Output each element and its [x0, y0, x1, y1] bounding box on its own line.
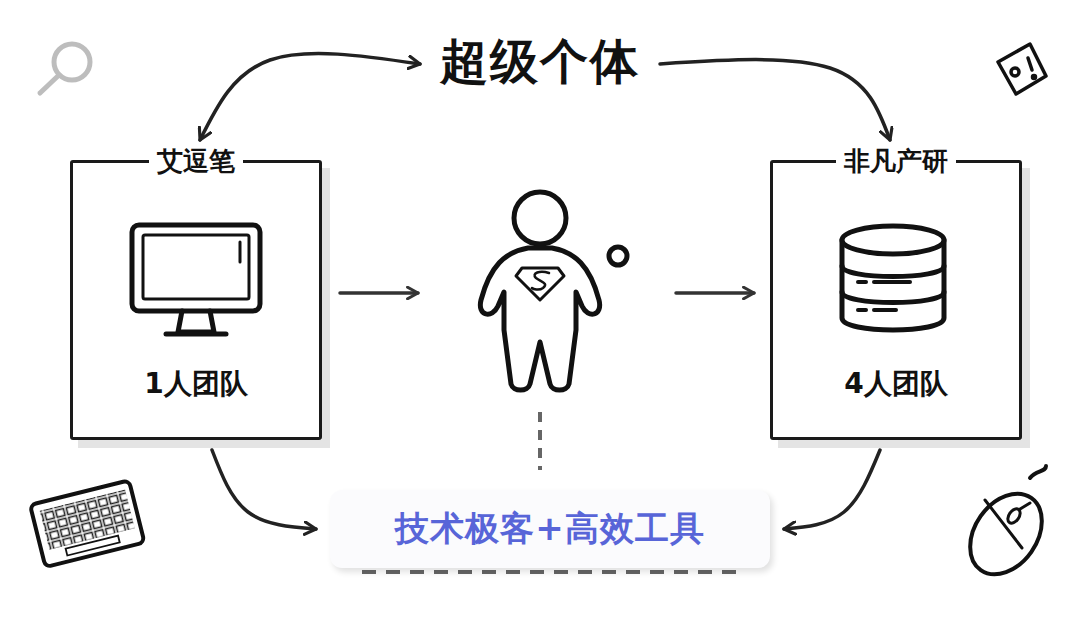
team-box: 艾逗笔1人团队 — [70, 160, 322, 440]
monitor-icon — [132, 225, 260, 334]
curved-arrow — [212, 450, 316, 529]
curved-arrow — [660, 60, 890, 140]
summary-box: 技术极客+高效工具 — [330, 490, 770, 568]
magnifier-icon — [40, 44, 90, 93]
curved-arrow — [200, 54, 420, 140]
node-heading: 非凡产研 — [836, 145, 956, 177]
title-node: 超级个体 — [434, 26, 646, 98]
alert-note-icon — [998, 44, 1046, 94]
flow-arrow — [340, 291, 754, 295]
node-heading: 超级个体 — [440, 30, 640, 94]
box-fill — [70, 160, 322, 440]
dashed-link — [538, 412, 542, 470]
team-box: 非凡产研4人团队 — [770, 160, 1022, 440]
node-body-text: 4人团队 — [844, 367, 947, 401]
node-body-text: 1人团队 — [144, 367, 247, 401]
box-fill — [770, 160, 1022, 440]
mouse-icon — [955, 466, 1056, 588]
curved-arrow — [784, 450, 880, 529]
dashed-underline — [362, 570, 745, 574]
node-heading: 技术极客+高效工具 — [395, 506, 705, 552]
superhero-figure — [480, 192, 627, 390]
node-heading: 艾逗笔 — [149, 145, 243, 177]
keyboard-icon — [30, 480, 144, 567]
database-icon — [842, 226, 944, 330]
